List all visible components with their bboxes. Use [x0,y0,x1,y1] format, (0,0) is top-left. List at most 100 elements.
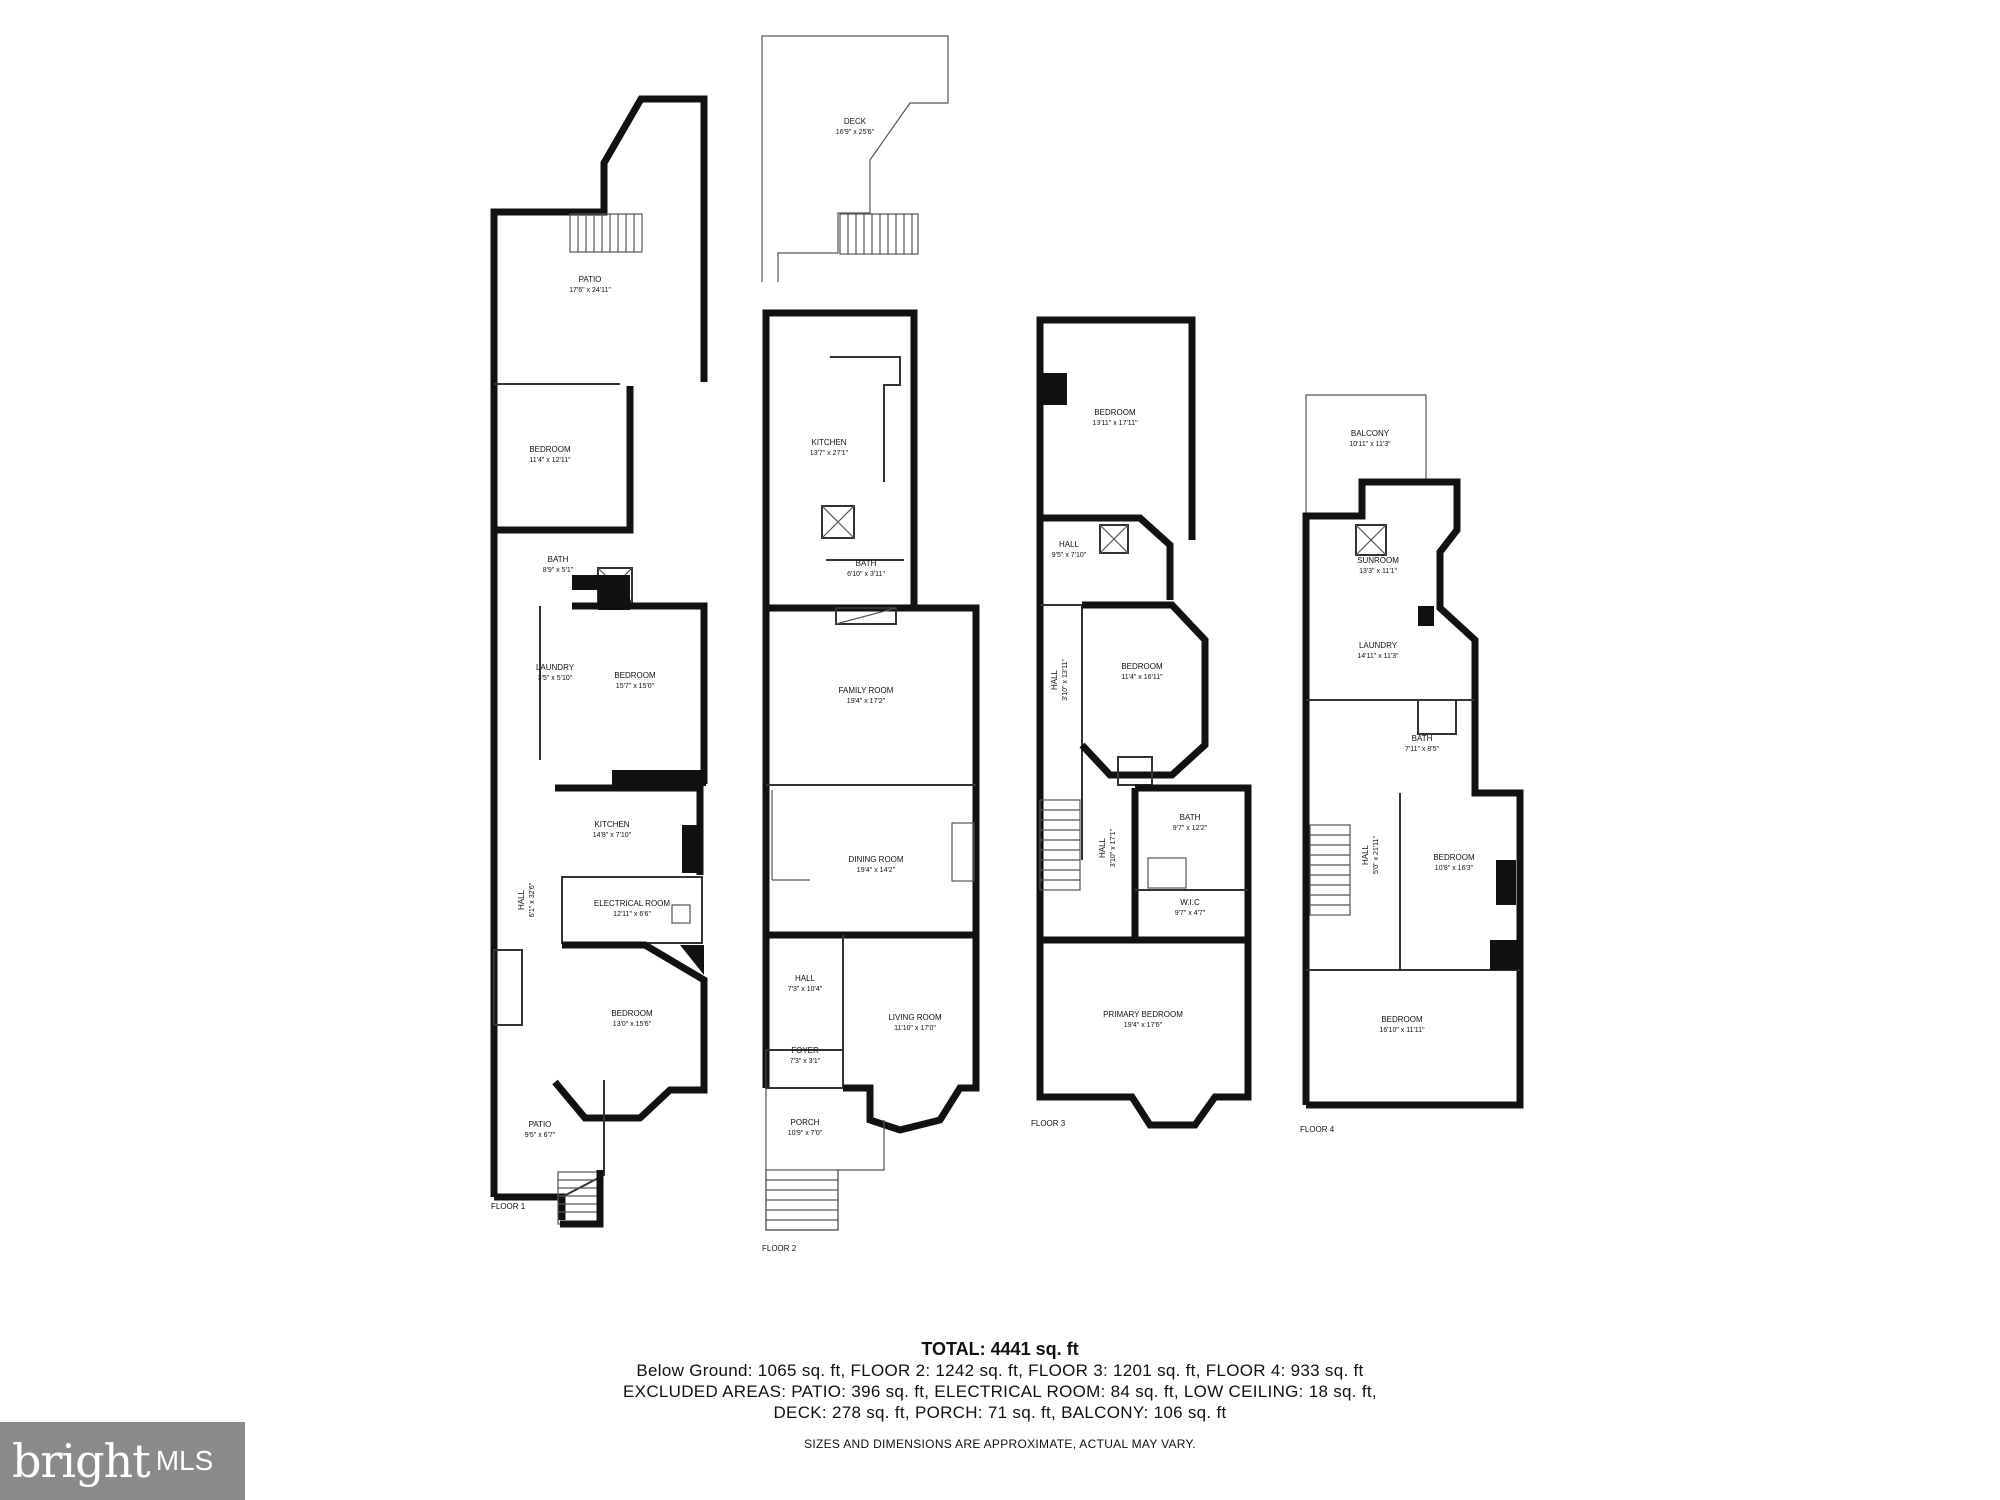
area-summary: TOTAL: 4441 sq. ft Below Ground: 1065 sq… [0,1338,2000,1451]
room-dimensions: 3'5" x 5'10" [538,675,573,682]
room-dimensions: 17'6" x 24'11" [569,287,611,294]
room-name: PATIO [579,275,602,284]
room-label: LAUNDRY 3'5" x 5'10" [536,663,575,682]
room-label: BEDROOM 13'11" x 17'11" [1092,408,1138,427]
floor-1-plan [490,95,708,1228]
room-dimensions: 6'1" x 32'6" [529,882,536,917]
room-name: HALL [1050,669,1059,690]
room-dimensions: 7'3" x 3'1" [790,1058,821,1065]
room-name: FAMILY ROOM [839,686,894,695]
room-name: BATH [1412,734,1433,743]
logo-mls: MLS [155,1445,214,1476]
floor-areas: Below Ground: 1065 sq. ft, FLOOR 2: 1242… [636,1361,1364,1380]
room-dimensions: 7'3" x 10'4" [788,986,823,993]
room-name: SUNROOM [1357,556,1399,565]
room-name: BEDROOM [1094,408,1136,417]
disclaimer: SIZES AND DIMENSIONS ARE APPROXIMATE, AC… [804,1437,1196,1451]
floor-2-label: FLOOR 2 [762,1244,797,1253]
room-dimensions: 13'0" x 15'6" [613,1021,652,1028]
room-label: PORCH 10'9" x 7'0" [788,1118,823,1137]
room-name: HALL [795,974,816,983]
room-dimensions: 13'7" x 27'1" [810,450,849,457]
room-dimensions: 3'10" x 17'1" [1110,828,1117,867]
room-name: FOYER [791,1046,819,1055]
room-dimensions: 9'7" x 4'7" [1175,910,1206,917]
room-dimensions: 13'11" x 17'11" [1092,420,1138,427]
room-dimensions: 19'4" x 17'2" [847,698,886,705]
room-dimensions: 16'10" x 11'11" [1379,1027,1425,1034]
room-dimensions: 9'7" x 12'2" [1173,825,1208,832]
room-label: HALL 7'3" x 10'4" [788,974,823,993]
room-name: BEDROOM [1433,853,1475,862]
room-label: PATIO 17'6" x 24'11" [569,275,611,294]
room-label: FOYER 7'3" x 3'1" [790,1046,821,1065]
room-name: HALL [517,889,526,910]
room-dimensions: 8'9" x 5'1" [543,567,574,574]
room-name: PORCH [791,1118,820,1127]
room-dimensions: 3'10" x 13'11" [1062,659,1069,701]
room-name: KITCHEN [811,438,846,447]
room-label: PATIO 9'5" x 6'7" [525,1120,556,1139]
room-dimensions: 6'10" x 3'11" [847,571,885,578]
room-dimensions: 10'8" x 16'3" [1435,865,1474,872]
room-label: FAMILY ROOM 19'4" x 17'2" [839,686,894,705]
room-name: BEDROOM [1121,662,1163,671]
room-name: ELECTRICAL ROOM [594,899,670,908]
room-name: HALL [1361,844,1370,865]
room-dimensions: 14'11" x 11'3" [1357,653,1399,660]
room-label: KITCHEN 13'7" x 27'1" [810,438,849,457]
room-name: BEDROOM [611,1009,653,1018]
room-dimensions: 5'0" x 21'11" [1373,836,1380,874]
floor-1-label: FLOOR 1 [491,1202,526,1211]
total-area: TOTAL: 4441 sq. ft [921,1339,1079,1359]
floor-3-plan [1036,316,1252,1129]
room-label: W.I.C 9'7" x 4'7" [1175,898,1206,917]
room-dimensions: 10'9" x 7'0" [788,1130,823,1137]
room-name: PATIO [529,1120,552,1129]
room-name: HALL [1098,837,1107,858]
room-dimensions: 10'11" x 11'3" [1349,441,1391,448]
floor-4-label: FLOOR 4 [1300,1125,1335,1134]
room-dimensions: 16'9" x 25'6" [836,129,875,136]
excluded-areas: EXCLUDED AREAS: PATIO: 396 sq. ft, ELECT… [623,1382,1377,1401]
room-dimensions: 14'8" x 7'10" [593,832,632,839]
room-name: W.I.C [1180,898,1200,907]
excluded-areas-cont: DECK: 278 sq. ft, PORCH: 71 sq. ft, BALC… [773,1403,1227,1422]
room-dimensions: 7'11" x 8'5" [1405,746,1439,753]
room-name: BEDROOM [614,671,656,680]
room-dimensions: 19'4" x 14'2" [857,867,896,874]
room-name: BATH [856,559,877,568]
bright-mls-logo: bright MLS [0,1422,245,1500]
room-name: DECK [844,117,867,126]
room-label: DINING ROOM 19'4" x 14'2" [848,855,903,874]
room-name: DINING ROOM [848,855,903,864]
room-name: LIVING ROOM [888,1013,942,1022]
floor-2-plan [761,35,980,1231]
room-name: LAUNDRY [536,663,575,672]
room-dimensions: 11'4" x 12'11" [529,457,571,464]
room-dimensions: 19'4" x 17'6" [1124,1022,1163,1029]
logo-brand: bright [12,1434,151,1488]
room-dimensions: 9'5" x 6'7" [525,1132,556,1139]
floor-4-plan [1302,394,1524,1109]
room-label: BATH 6'10" x 3'11" [847,559,885,578]
room-label: BEDROOM 13'0" x 15'6" [611,1009,653,1028]
room-dimensions: 11'4" x 16'11" [1121,674,1163,681]
room-label: BEDROOM 11'4" x 16'11" [1121,662,1163,681]
room-dimensions: 9'5" x 7'10" [1052,552,1087,559]
